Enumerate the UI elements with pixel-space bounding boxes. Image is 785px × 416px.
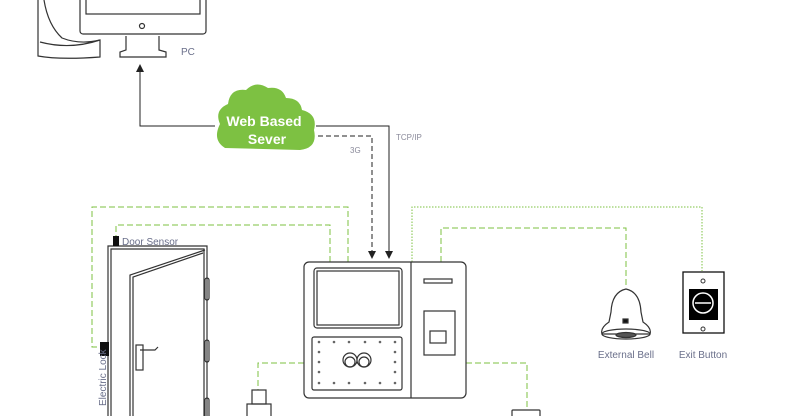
wires <box>91 206 703 410</box>
reader-connector <box>511 409 541 416</box>
pc-label: PC <box>181 47 195 58</box>
door <box>107 245 210 416</box>
cloud-label-line2: Sever <box>248 131 287 147</box>
reader-wire <box>466 362 528 410</box>
web-server-cloud: Web Based Sever <box>216 84 315 150</box>
bell-wire <box>440 227 627 288</box>
tcpip-label: TCP/IP <box>396 133 422 142</box>
3g-line <box>318 135 376 259</box>
access-terminal <box>303 261 467 399</box>
pc-tower <box>37 0 101 59</box>
external-bell-label: External Bell <box>598 350 654 361</box>
exit-button-label: Exit Button <box>679 350 727 361</box>
door-sensor-icon <box>113 236 119 246</box>
tcpip-line <box>316 125 393 259</box>
door-sensor-label: Door Sensor <box>122 237 179 248</box>
exit-button-wire <box>411 206 703 271</box>
cloud-to-pc-line <box>136 64 215 127</box>
external-bell-icon <box>601 288 651 340</box>
exit-text: EXIT <box>697 321 708 327</box>
cloud-label-line1: Web Based <box>226 113 301 129</box>
pc-monitor <box>79 0 207 58</box>
3g-label: 3G <box>350 146 361 155</box>
keypad-dots <box>317 340 397 385</box>
electric-lock-icon <box>100 342 109 356</box>
power-connector <box>246 389 272 416</box>
exit-button-icon: EXIT <box>682 271 725 334</box>
electric-lock-label: Electric Lock <box>98 348 109 406</box>
power-wire <box>257 362 304 390</box>
electric-lock-wire <box>91 206 349 348</box>
door-sensor-wire <box>115 224 331 262</box>
